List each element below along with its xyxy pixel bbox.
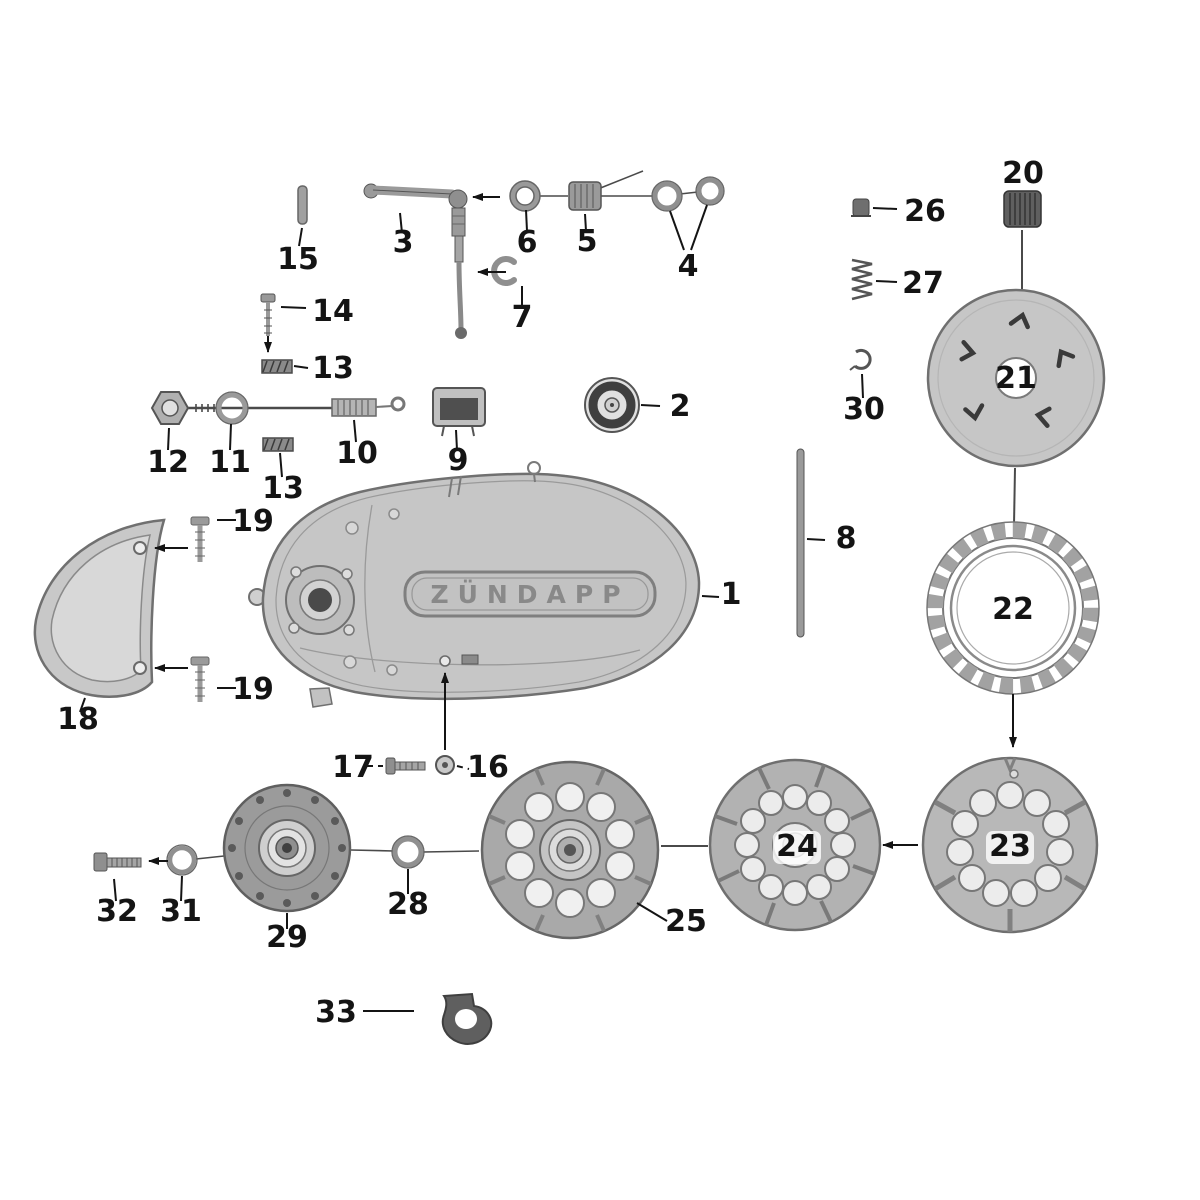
callout-24: 24 [776,829,818,864]
callout-32: 32 [96,894,138,929]
part-5-adjuster [568,181,602,211]
part-6-washer [509,180,541,212]
callout-3: 3 [393,225,414,260]
part-19-screw-b [190,656,210,702]
cover-brand-text: ZÜNDAPP [430,579,629,609]
callout-8: 8 [836,521,857,556]
callout-1: 1 [721,577,742,612]
callout-30: 30 [843,392,885,427]
part-16-stud [435,755,455,775]
callout-20: 20 [1002,156,1044,191]
callout-26: 26 [904,194,946,229]
callout-28: 28 [387,887,429,922]
part-12-nut [150,391,190,425]
part-20-adjuster-nut [1003,190,1042,228]
callout-18: 18 [57,702,99,737]
part-2-bearing [584,377,640,433]
part-11-washer [215,391,249,425]
part-25-clutch-disc [480,760,660,940]
callout-11: 11 [209,445,251,480]
part-22-clutch-drum [926,521,1100,695]
part-13-clip-b [262,437,294,452]
callout-16: 16 [467,750,509,785]
callout-21: 21 [995,361,1037,396]
callout-14: 14 [312,294,354,329]
callout-27: 27 [902,266,944,301]
part-27-spring [851,258,873,301]
callout-19-a: 19 [232,504,274,539]
part-21-pressure-plate [926,288,1106,468]
callout-19-b: 19 [232,672,274,707]
callout-29: 29 [266,920,308,955]
part-30-clip [849,348,872,371]
callout-10: 10 [336,436,378,471]
callout-4: 4 [678,249,699,284]
callout-33: 33 [315,995,357,1030]
callout-22: 22 [992,592,1034,627]
part-19-screw-a [190,516,210,562]
part-31-washer [166,844,198,876]
callout-31: 31 [160,894,202,929]
callout-17: 17 [332,750,374,785]
callout-25: 25 [665,904,707,939]
callout-23: 23 [989,829,1031,864]
part-10-spring [331,396,406,417]
part-29-driven-plate [222,783,352,913]
callout-2: 2 [670,389,691,424]
callout-labels: 1 2 3 4 5 6 7 8 9 10 11 12 13 13 14 15 1… [57,156,1044,1030]
part-1-engine-cover: ZÜNDAPP [248,461,701,708]
callout-15: 15 [277,242,319,277]
part-23-clutch-disc [921,756,1099,934]
callout-5: 5 [577,224,598,259]
arrows [148,193,1017,865]
part-33-lock-clamp [441,992,493,1045]
part-8-pushrod [796,448,805,638]
leader-lines [79,204,898,1012]
part-4-washers [651,176,725,212]
part-26-cap [851,198,871,217]
assembly-lines [188,170,1023,860]
part-3-lever [363,183,468,339]
callout-9: 9 [448,443,469,478]
part-15-pin [297,185,308,225]
part-9-guide [432,387,486,437]
callout-13-a: 13 [312,351,354,386]
callout-13-b: 13 [262,471,304,506]
part-28-washer [391,835,425,869]
part-14-screw [260,293,276,336]
part-24-clutch-disc [708,758,882,932]
part-18-end-cap [33,518,166,698]
callout-6: 6 [517,225,538,260]
callout-12: 12 [147,445,189,480]
callout-7: 7 [512,300,533,335]
part-17-screw [385,757,426,775]
part-13-clip-a [261,359,293,374]
part-32-bolt [93,852,142,872]
